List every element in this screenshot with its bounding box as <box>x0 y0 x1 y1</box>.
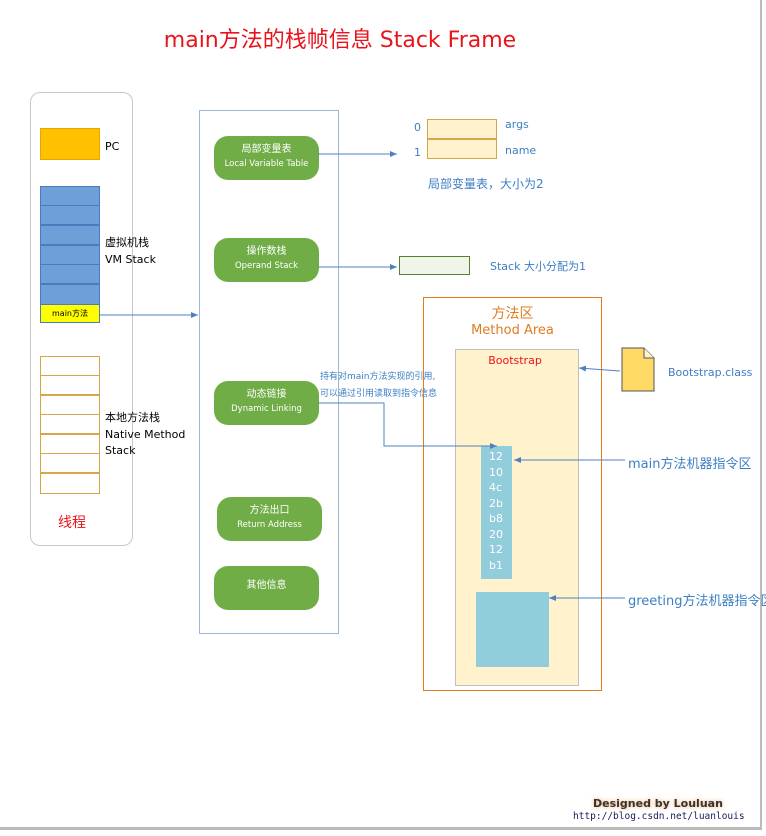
class-file-icon <box>621 347 655 392</box>
local-index-0: 0 <box>414 121 421 134</box>
other-info: 其他信息 <box>214 566 319 610</box>
pc-register <box>40 128 100 160</box>
native-stack-cn: 本地方法栈 <box>105 411 160 424</box>
method-area-en: Method Area <box>471 323 554 338</box>
method-area <box>423 297 602 691</box>
vm-stack-cn: 虚拟机栈 <box>105 236 149 249</box>
stack-frame-box <box>199 110 339 634</box>
vm-stack-en: VM Stack <box>105 253 156 266</box>
thread-box <box>30 92 133 546</box>
greeting-instructions <box>476 592 549 667</box>
operand-caption: Stack 大小分配为1 <box>490 260 586 273</box>
local-var-name: name <box>505 144 537 157</box>
native-stack-en1: Native Method <box>105 428 186 441</box>
main-stack-frame: main方法 <box>40 304 100 323</box>
dynamic-note-1: 持有对main方法实现的引用, <box>320 372 436 382</box>
arrow-dynamic-link <box>318 402 497 449</box>
class-file-label: Bootstrap.class <box>668 366 753 379</box>
dynamic-note-2: 可以通过引用读取到指令信息 <box>320 389 438 399</box>
main-instructions-label: main方法机器指令区 <box>628 457 752 472</box>
designer-credit: Designed by Louluan <box>593 797 723 810</box>
native-stack-en2: Stack <box>105 444 136 457</box>
local-slot-1 <box>427 139 497 159</box>
bootstrap-label: Bootstrap <box>488 354 542 367</box>
local-slot-0 <box>427 119 497 139</box>
greeting-instructions-label: greeting方法机器指令区 <box>628 594 766 609</box>
thread-label: 线程 <box>58 515 86 531</box>
operand-slot <box>399 256 470 275</box>
locals-caption: 局部变量表，大小为2 <box>428 177 544 191</box>
blog-url: http://blog.csdn.net/luanlouis <box>573 811 745 822</box>
arrow-class-file <box>578 365 621 372</box>
method-area-cn: 方法区 <box>491 306 534 322</box>
diagram-title: main方法的栈帧信息 Stack Frame <box>163 28 517 53</box>
local-var-args: args <box>505 118 529 131</box>
local-index-1: 1 <box>414 146 421 159</box>
pc-label: PC <box>105 140 120 153</box>
